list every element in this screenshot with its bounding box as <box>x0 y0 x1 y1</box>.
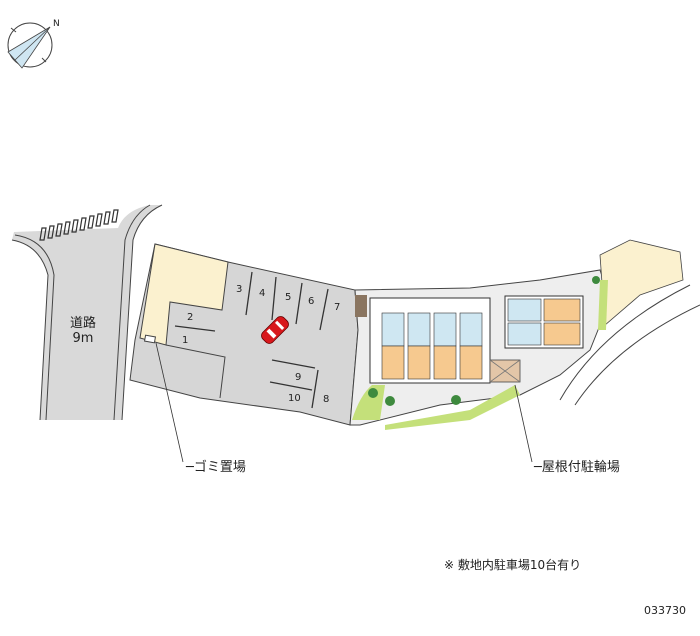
tree-icons <box>368 276 600 406</box>
bicycle-parking-label: ─屋根付駐輪場 <box>534 460 620 475</box>
compass-icon: N <box>7 19 60 69</box>
car-icon <box>261 316 289 344</box>
parking-space-3: 3 <box>236 284 242 295</box>
road-label: 道路 9m <box>70 316 96 346</box>
trash-station <box>355 295 367 317</box>
parking-space-6: 6 <box>308 296 314 307</box>
road-width: 9m <box>72 331 94 346</box>
parking-note: ※ 敷地内駐車場10台有り <box>444 558 582 572</box>
parking-space-9: 9 <box>295 372 301 383</box>
building-site <box>349 269 611 430</box>
road-name: 道路 <box>70 316 97 331</box>
north-label: N <box>53 19 60 29</box>
parking-space-1: 1 <box>182 335 188 346</box>
road <box>11 204 163 421</box>
parking-space-7: 7 <box>334 302 340 313</box>
garbage-leader-line <box>155 342 184 463</box>
parking-space-4: 4 <box>259 288 265 299</box>
parking-lot: 1 2 3 4 5 6 7 8 9 10 <box>129 243 359 426</box>
bicycle-parking-label-text: 屋根付駐輪場 <box>541 460 620 475</box>
parking-space-5: 5 <box>285 292 291 303</box>
property-code: 033730 <box>644 604 686 617</box>
parking-space-10: 10 <box>288 393 301 404</box>
garbage-box <box>143 334 157 344</box>
neighbor-land <box>559 239 700 406</box>
parking-space-2: 2 <box>187 312 193 323</box>
garbage-label-text: ゴミ置場 <box>193 460 246 475</box>
parking-space-8: 8 <box>323 394 329 405</box>
bicycle-leader-line <box>514 384 533 463</box>
garbage-label: ─ゴミ置場 <box>186 460 246 475</box>
